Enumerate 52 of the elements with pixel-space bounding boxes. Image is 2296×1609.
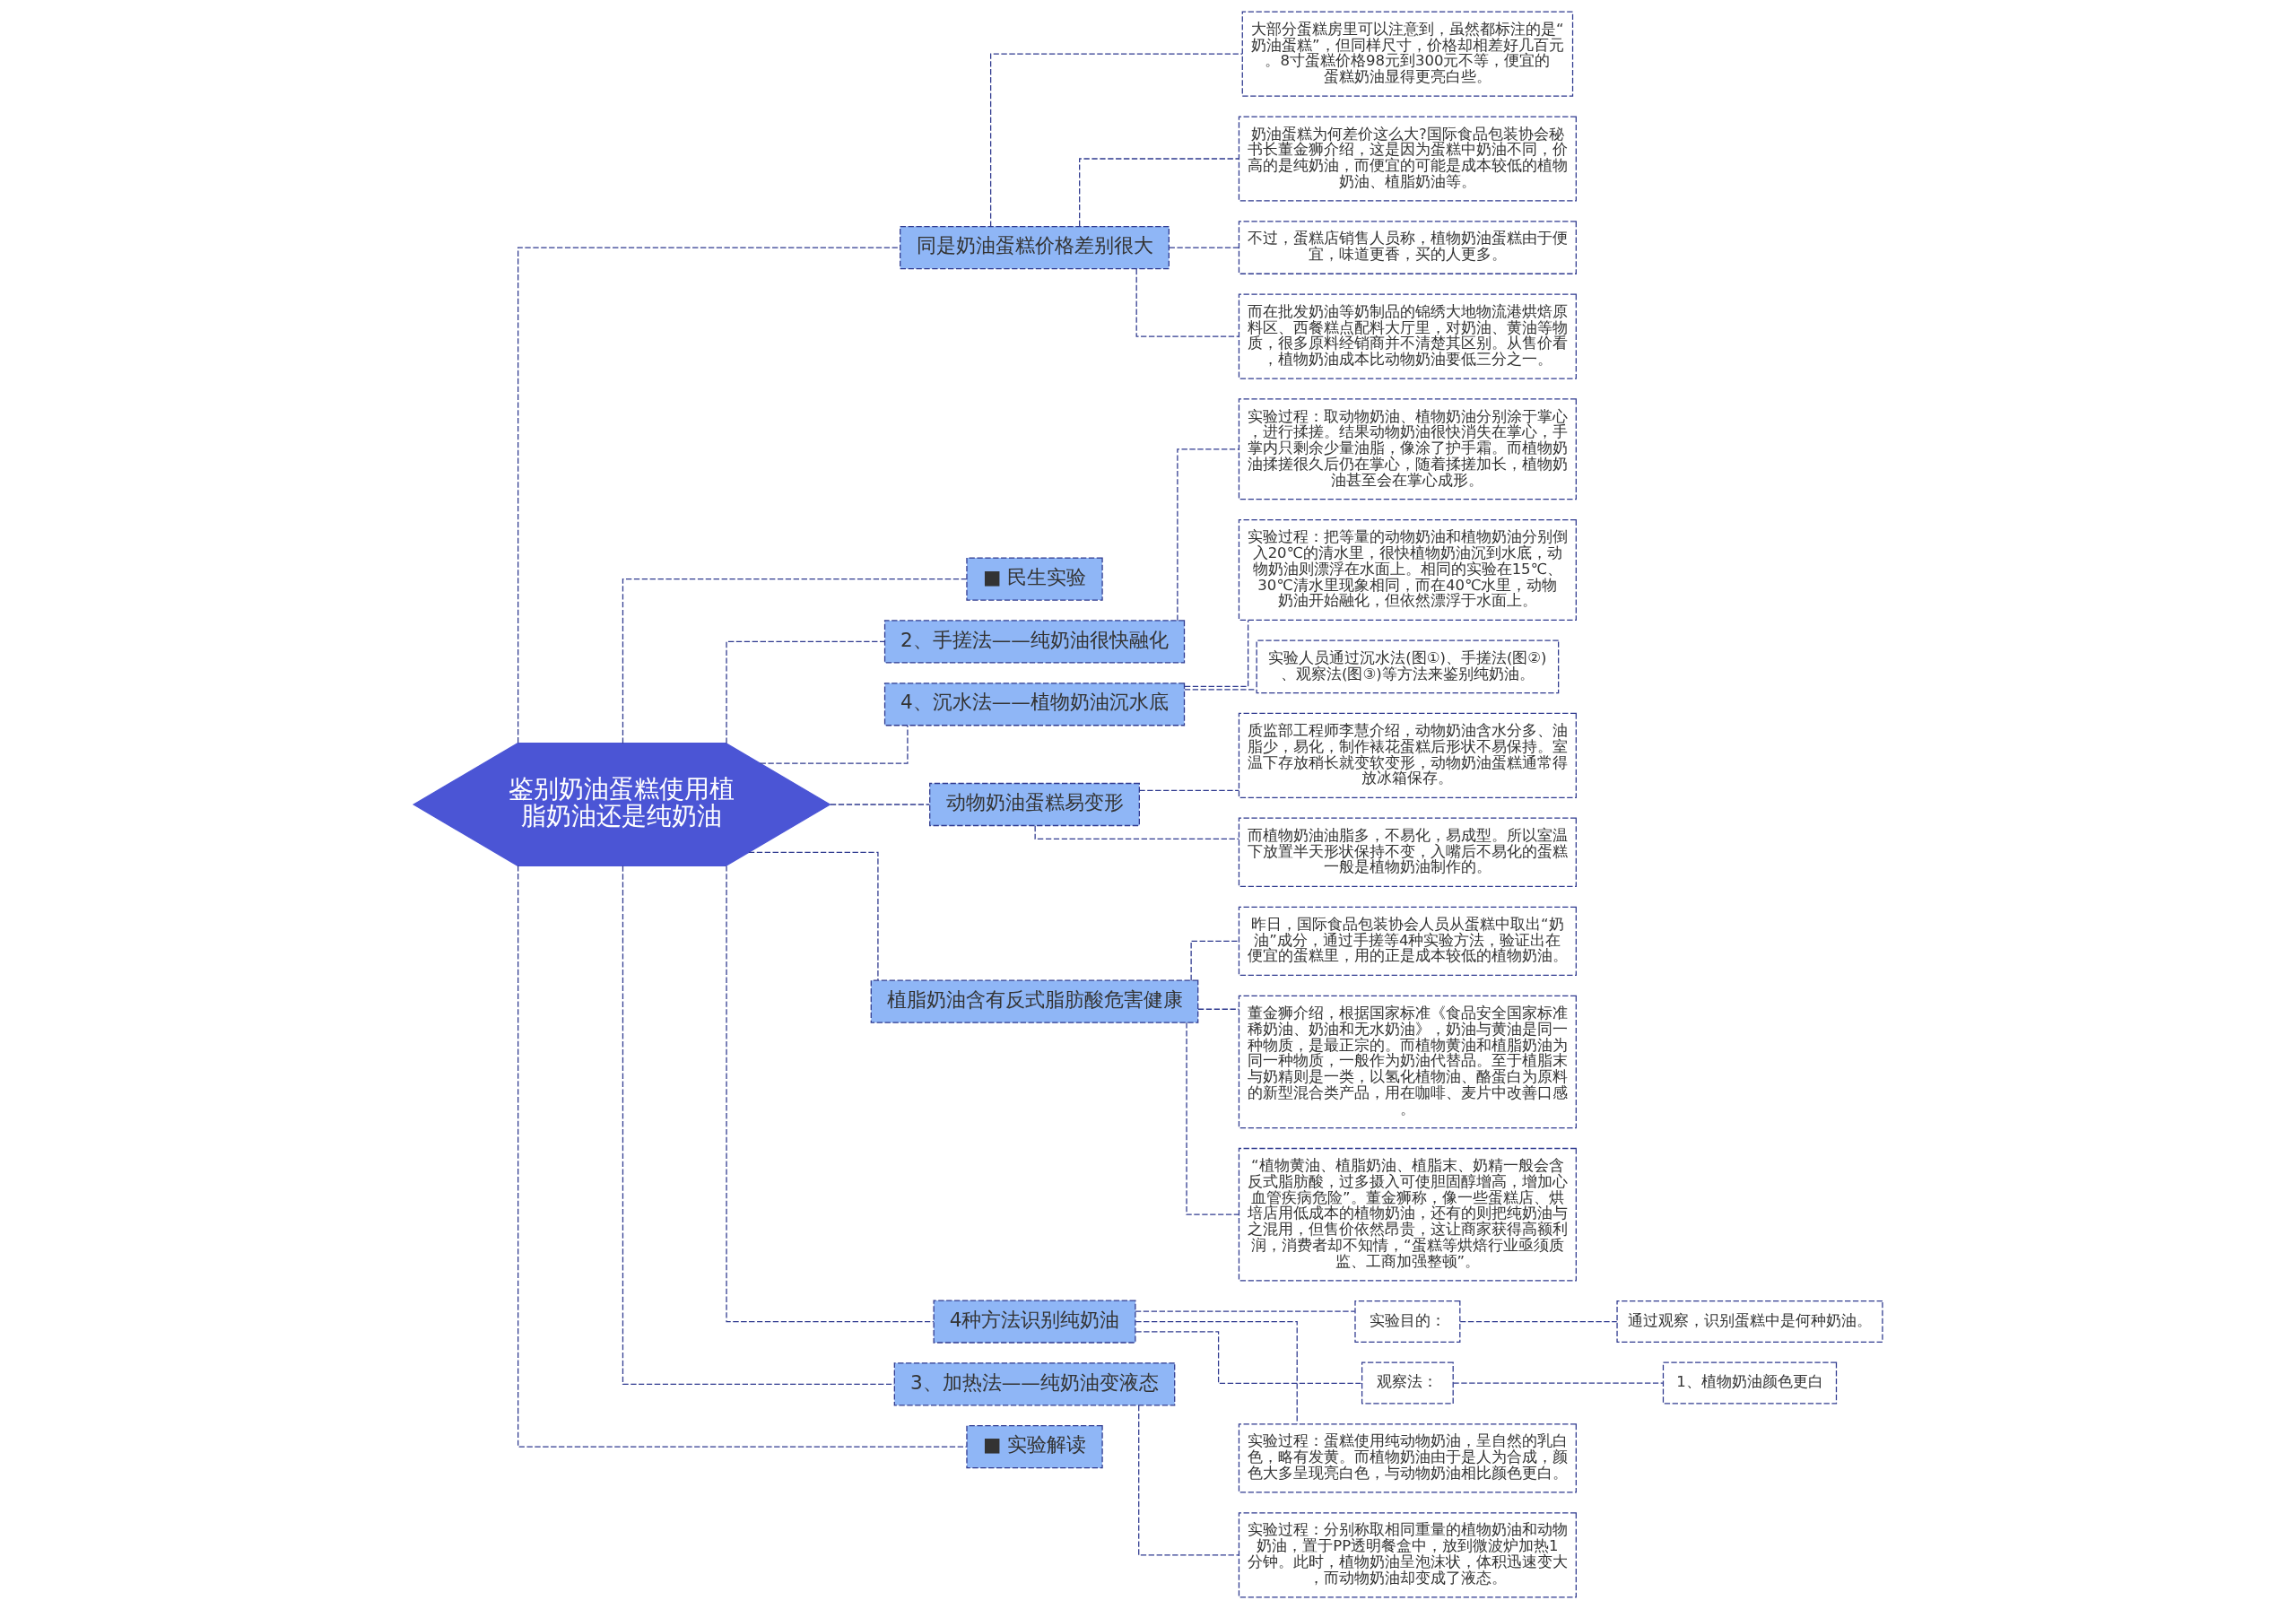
node-box: 实验人员通过沉水法(图①)、手搓法(图②)、观察法(图③)等方法来鉴别纯奶油。 [1256, 639, 1560, 694]
connector [1184, 620, 1249, 687]
node-box: 动物奶油蛋糕易变形 [929, 782, 1140, 827]
connector [1177, 448, 1239, 622]
connector [1135, 1320, 1298, 1425]
node-box: 观察法： [1361, 1361, 1454, 1405]
node-box: 奶油蛋糕为何差价这么大?国际食品包装协会秘书长董金狮介绍，这是因为蛋糕中奶油不同，价高的是纯奶油，而便宜的可能是成本较低的植物奶油、植脂奶油等。 [1238, 116, 1577, 202]
node-box: 大部分蛋糕房里可以注意到，虽然都标注的是“奶油蛋糕”，但同样尺寸，价格却相差好几百元。8寸蛋糕价格98元到300元不等，便宜的蛋糕奶油显得更亮白些。 [1241, 11, 1574, 97]
connector [726, 640, 885, 744]
node-box: 同是奶油蛋糕价格差别很大 [900, 225, 1170, 270]
connector [622, 865, 895, 1385]
node-box: 4种方法识别纯奶油 [933, 1300, 1136, 1344]
connector [830, 804, 931, 805]
node-box: 实验过程：取动物奶油、植物奶油分别涂于掌心，进行揉搓。结果动物奶油很快消失在掌心，手掌内只剩余少量油脂，像涂了护手霜。而植物奶油揉搓很久后仍在掌心，随着揉搓加长，植物奶油甚至会在掌心成形。 [1238, 398, 1577, 500]
node-box: 1、植物奶油颜色更白 [1662, 1361, 1838, 1405]
node-box: 董金狮介绍，根据国家标准《食品安全国家标准稀奶油、奶油和无水奶油》，奶油与黄油是同一种物质，是最正宗的。而植物黄油和植脂奶油为同一种物质，一般作为奶油代替品。至于植脂末与奶精则是一类，以氢化植物油、酪蛋白为原料的新型混合类产品，用在咖啡、麦片中改善口感。 [1238, 995, 1577, 1129]
connector [1186, 1022, 1240, 1215]
node-box: 而植物奶油油脂多，不易化，易成型。所以室温下放置半天形状保持不变，入嘴后不易化的蛋糕一般是植物奶油制作的。 [1238, 817, 1577, 888]
node-box: ■ 实验解读 [966, 1425, 1103, 1469]
connector [990, 53, 1243, 228]
node-box: 实验过程：蛋糕使用纯动物奶油，呈自然的乳白色，略有发黄。而植物奶油由于是人为合成，颜色大多呈现亮白色，与动物奶油相比颜色更白。 [1238, 1423, 1577, 1493]
connector [1190, 940, 1239, 981]
node-box: 质监部工程师李慧介绍，动物奶油含水分多、油脂少，易化，制作裱花蛋糕后形状不易保持。室温下存放稍长就变软变形，动物奶油蛋糕通常得放冰箱保存。 [1238, 712, 1577, 798]
connector [1079, 158, 1239, 227]
node-box: 2、手搓法——纯奶油很快融化 [883, 620, 1186, 664]
connector [1138, 1405, 1239, 1556]
connector [1135, 1310, 1356, 1312]
connector [1184, 689, 1257, 691]
connector [1459, 1320, 1618, 1323]
node-box: “植物黄油、植脂奶油、植脂末、奶精一般会含反式脂肪酸，过多摄入可使胆固醇增高，增加心血管疾病危险”。董金狮称，像一些蛋糕店、烘培店用低成本的植物奶油，还有的则把纯奶油与之混用，但售价依然昂贵，这让商家获得高额利润，消费者却不知情，“蛋糕等烘焙行业亟须质监、工商加强整顿”。 [1238, 1147, 1577, 1282]
connector [1197, 1008, 1239, 1010]
node-box: 4、沉水法——植物奶油沉水底 [883, 683, 1186, 726]
node-box: 实验目的： [1354, 1300, 1461, 1343]
connector [1452, 1382, 1664, 1384]
connector [1135, 1331, 1362, 1385]
node-box: 实验过程：把等量的动物奶油和植物奶油分别倒入20℃的清水里，很快植物奶油沉到水底，动物奶油则漂浮在水面上。相同的实验在15℃、30℃清水里现象相同，而在40℃水里，动物奶油开始融化，但依然漂浮于水面上。 [1238, 518, 1577, 621]
node-box: ■ 民生实验 [966, 557, 1103, 601]
connector [1034, 825, 1239, 840]
node-box: 3、加热法——纯奶油变液态 [893, 1362, 1176, 1406]
connector [759, 725, 909, 764]
connector [622, 578, 968, 744]
node-box: 而在批发奶油等奶制品的锦绣大地物流港烘焙原料区、西餐糕点配料大厅里，对奶油、黄油等物质，很多原料经销商并不清楚其区别。从售价看，植物奶油成本比动物奶油要低三分之一。 [1238, 293, 1577, 379]
node-box: 不过，蛋糕店销售人员称，植物奶油蛋糕由于便宜，味道更香，买的人更多。 [1238, 221, 1577, 274]
node-box: 昨日，国际食品包装协会人员从蛋糕中取出“奶油”成分，通过手搓等4种实验方法，验证出在便宜的蛋糕里，用的正是成本较低的植物奶油。 [1238, 906, 1577, 977]
connector [748, 851, 879, 981]
connector [517, 865, 968, 1448]
connector [726, 865, 935, 1323]
node-box: 实验过程：分别称取相同重量的植物奶油和动物奶油，置于PP透明餐盒中，放到微波炉加热1分钟。此时，植物奶油呈泡沫状，体积迅速变大，而动物奶油却变成了液态。 [1238, 1512, 1577, 1598]
connector [517, 247, 900, 744]
connector [1138, 789, 1239, 792]
node-box: 通过观察，识别蛋糕中是何种奶油。 [1616, 1300, 1883, 1343]
node-box: 植脂奶油含有反式脂肪酸危害健康 [870, 979, 1199, 1023]
